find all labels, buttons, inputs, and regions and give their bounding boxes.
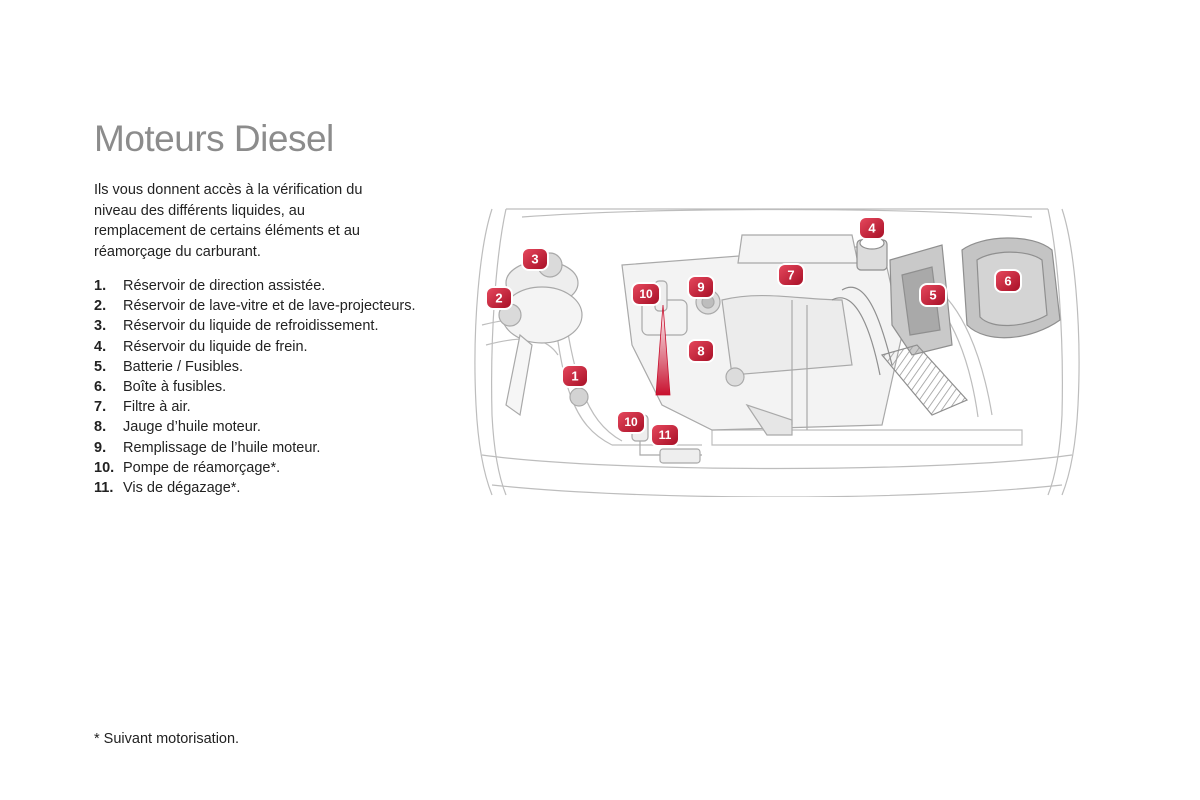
item-label: Filtre à air. <box>123 399 191 416</box>
list-item: 7. Filtre à air. <box>94 397 424 417</box>
callout-badge-10-bottom: 10 <box>616 410 646 434</box>
item-label: Réservoir de direction assistée. <box>123 278 326 294</box>
badge-label: 4 <box>868 221 876 236</box>
callout-badge-1: 1 <box>561 364 589 388</box>
item-label: Jauge d’huile moteur. <box>123 419 261 436</box>
callout-badge-4: 4 <box>858 216 886 240</box>
list-item: 9. Remplissage de l’huile moteur. <box>94 438 424 458</box>
item-number: 2. <box>94 298 107 315</box>
badge-label: 10 <box>624 415 638 429</box>
item-label: Boîte à fusibles. <box>123 379 227 396</box>
item-label: Réservoir du liquide de refroidissement. <box>123 318 379 335</box>
badge-label: 2 <box>495 291 502 306</box>
item-label: Pompe de réamorçage*. <box>123 459 281 476</box>
badge-label: 11 <box>659 428 672 442</box>
badge-label: 6 <box>1004 274 1011 289</box>
callout-badge-6: 6 <box>994 269 1022 293</box>
badge-label: 3 <box>531 252 538 267</box>
badge-label: 5 <box>929 288 936 303</box>
list-item: 4. Réservoir du liquide de frein. <box>94 337 424 357</box>
item-number: 7. <box>94 399 107 416</box>
callout-badge-2: 2 <box>485 286 513 310</box>
list-item: 6. Boîte à fusibles. <box>94 377 424 397</box>
badge-label: 1 <box>571 369 578 384</box>
callout-badge-5: 5 <box>919 283 947 307</box>
list-item: 8. Jauge d’huile moteur. <box>94 417 424 437</box>
list-item: 5. Batterie / Fusibles. <box>94 357 424 377</box>
intro-paragraph: Ils vous donnent accès à la vérification… <box>94 182 363 260</box>
item-label: Batterie / Fusibles. <box>123 358 244 375</box>
list-item: 11. Vis de dégazage*. <box>94 478 424 498</box>
list-item: 1. Réservoir de direction assistée. <box>94 276 424 296</box>
list-item: 10. Pompe de réamorçage*. <box>94 458 424 478</box>
page-title: Moteurs Diesel <box>94 118 334 159</box>
list-item: 2. Réservoir de lave-vitre et de lave-pro… <box>94 296 424 316</box>
item-label: Vis de dégazage*. <box>123 480 241 497</box>
item-label: Réservoir du liquide de frein. <box>123 338 308 355</box>
badge-label: 7 <box>787 268 794 283</box>
item-number: 1. <box>94 278 107 294</box>
callout-badge-7: 7 <box>777 263 805 287</box>
footnote: * Suivant motorisation. <box>94 731 240 747</box>
item-label: Remplissage de l’huile moteur. <box>123 439 321 456</box>
reservoir-group <box>498 252 583 417</box>
list-item: 3. Réservoir du liquide de refroidissemen… <box>94 316 424 336</box>
pointer-wedge <box>655 304 671 396</box>
engine-block <box>569 234 903 436</box>
badge-label: 9 <box>697 280 704 295</box>
callout-badge-8: 8 <box>687 339 715 363</box>
item-label: Réservoir de lave-vitre et de lave-proje… <box>123 298 416 315</box>
badge-label: 10 <box>639 287 653 301</box>
callout-badge-3: 3 <box>521 247 549 271</box>
callout-badge-10-top: 10 <box>631 282 661 306</box>
badge-label: 8 <box>697 344 704 359</box>
engine-bay-diagram: 1 2 3 4 5 6 7 8 9 10 10 11 <box>474 208 1080 497</box>
callout-badge-9: 9 <box>687 275 715 299</box>
item-number: 3. <box>94 318 107 335</box>
item-number: 8. <box>94 419 107 436</box>
item-number: 5. <box>94 358 107 375</box>
callout-badge-11: 11 <box>650 423 680 447</box>
item-number: 11. <box>94 480 114 497</box>
item-number: 10. <box>94 459 115 476</box>
item-number: 6. <box>94 379 107 396</box>
component-list: 1. Réservoir de direction assistée. 2. Rés… <box>94 276 424 498</box>
item-number: 9. <box>94 439 107 456</box>
item-number: 4. <box>94 338 107 355</box>
